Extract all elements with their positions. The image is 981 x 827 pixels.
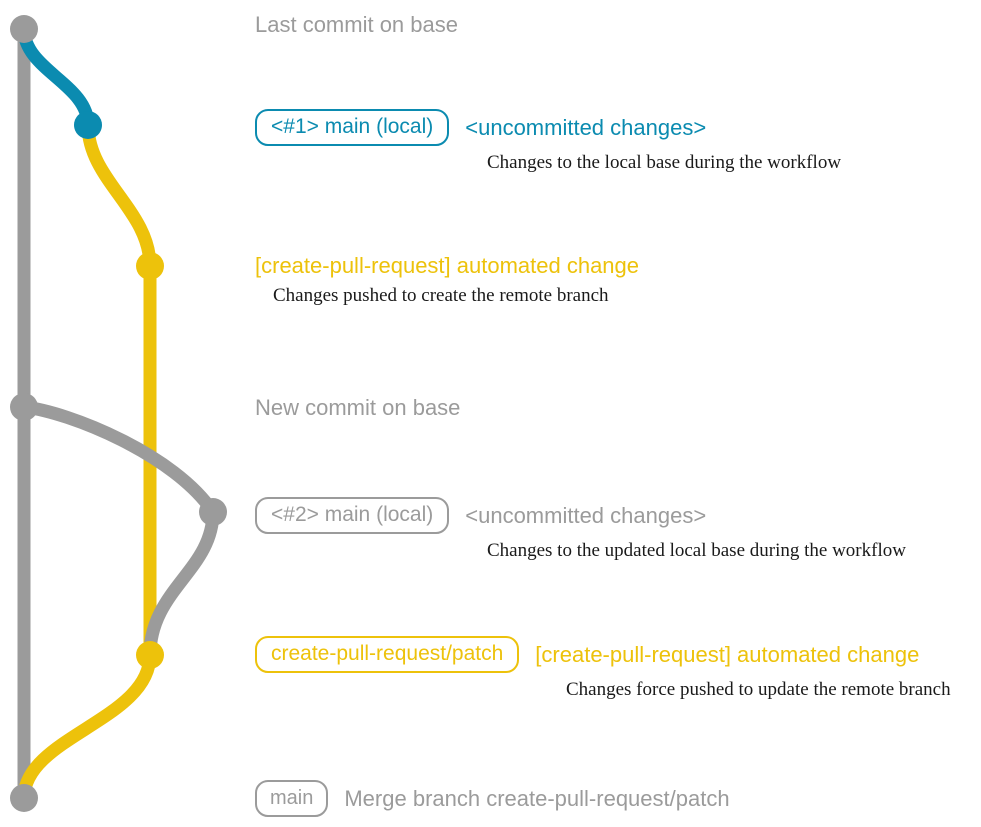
ref-tag-main[interactable]: main xyxy=(255,780,329,817)
commit-subline: Changes to the updated local base during… xyxy=(487,540,906,561)
commit-node-cpr-commit-1[interactable] xyxy=(136,252,164,280)
headline-row: New commit on base xyxy=(255,395,460,421)
commit-subline: Changes pushed to create the remote bran… xyxy=(273,285,609,306)
headline-row: <#2> main (local) <uncommitted changes> xyxy=(255,497,906,534)
commit-headline: [create-pull-request] automated change xyxy=(535,641,920,667)
commit-headline: <uncommitted changes> xyxy=(465,114,707,140)
edge-base-new-to-local-2 xyxy=(17,400,220,519)
headline-row: <#1> main (local) <uncommitted changes> xyxy=(255,109,841,146)
commit-headline: Last commit on base xyxy=(255,12,458,37)
commit-headline: <uncommitted changes> xyxy=(465,502,707,528)
ref-tag-main-local-1[interactable]: <#1> main (local) xyxy=(255,109,450,146)
headline-row: [create-pull-request] automated change xyxy=(255,253,639,279)
headline-row: Last commit on base xyxy=(255,12,458,38)
commit-headline: New commit on base xyxy=(255,395,461,420)
commit-node-base-new[interactable] xyxy=(10,393,38,421)
commit-label-local-uncommitted-2: <#2> main (local) <uncommitted changes> … xyxy=(255,497,906,562)
ref-tag-create-pull-request-patch[interactable]: create-pull-request/patch xyxy=(255,636,520,673)
commit-label-new-commit-on-base: New commit on base xyxy=(255,395,460,421)
commit-node-local-1[interactable] xyxy=(74,111,102,139)
edge-local-2-to-cpr-2 xyxy=(143,505,220,662)
commit-headline: [create-pull-request] automated change xyxy=(255,253,640,278)
commit-subline: Changes force pushed to update the remot… xyxy=(566,679,951,700)
commit-label-merge-commit: main Merge branch create-pull-request/pa… xyxy=(255,780,730,817)
commit-node-base-head[interactable] xyxy=(10,15,38,43)
edge-local-1-to-cpr-1 xyxy=(81,118,157,273)
commit-headline: Merge branch create-pull-request/patch xyxy=(344,785,730,811)
commit-label-local-uncommitted-1: <#1> main (local) <uncommitted changes> … xyxy=(255,109,841,174)
commit-label-cpr-automated-change-2: create-pull-request/patch [create-pull-r… xyxy=(255,636,951,701)
commit-label-cpr-automated-change-1: [create-pull-request] automated change C… xyxy=(255,253,639,307)
edge-cpr-2-to-merge xyxy=(17,648,157,805)
headline-row: main Merge branch create-pull-request/pa… xyxy=(255,780,730,817)
headline-row: create-pull-request/patch [create-pull-r… xyxy=(255,636,951,673)
ref-tag-main-local-2[interactable]: <#2> main (local) xyxy=(255,497,450,534)
commit-subline: Changes to the local base during the wor… xyxy=(487,152,842,173)
commit-node-merge[interactable] xyxy=(10,784,38,812)
commit-label-last-commit-on-base: Last commit on base xyxy=(255,12,458,38)
commit-node-local-2[interactable] xyxy=(199,498,227,526)
commit-node-cpr-commit-2[interactable] xyxy=(136,641,164,669)
